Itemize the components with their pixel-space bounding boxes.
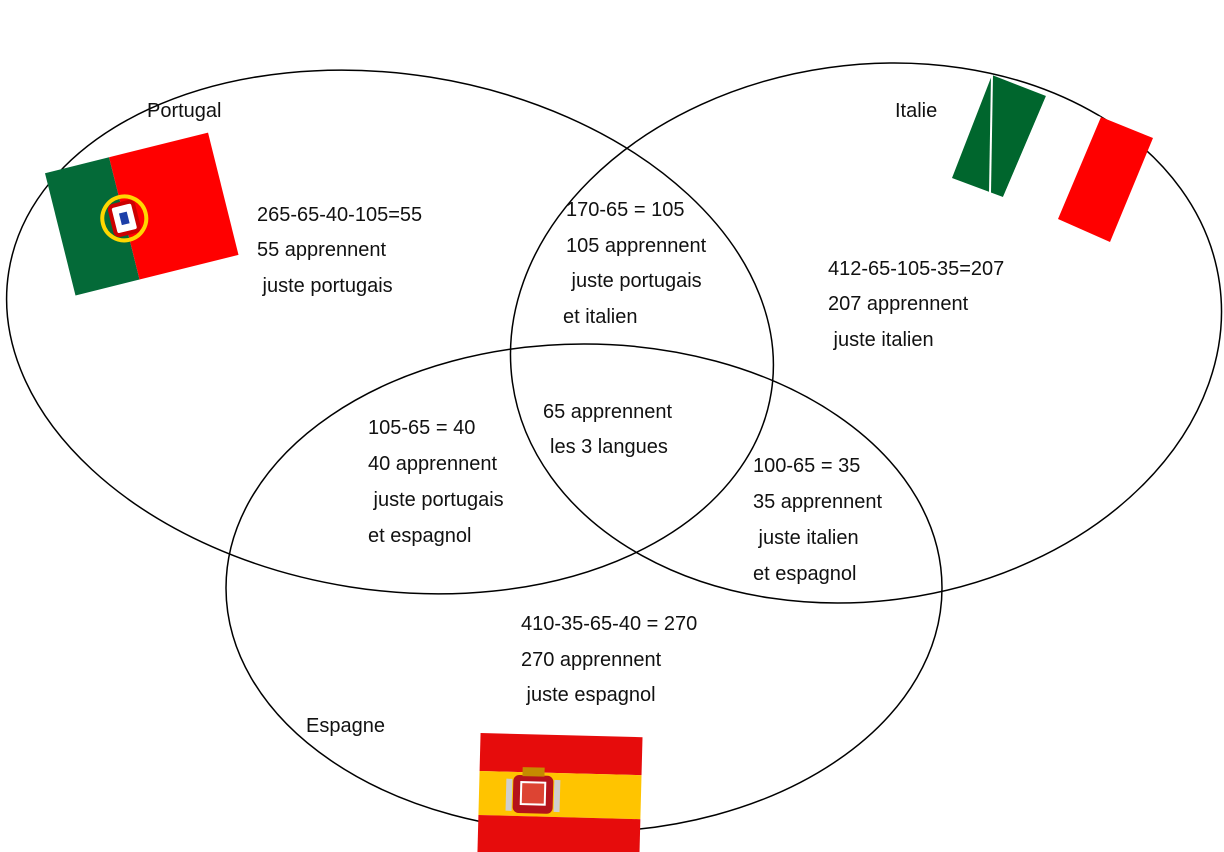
region-text-line: 410-35-65-40 = 270 <box>521 613 697 635</box>
region-text-line: juste portugais <box>368 489 504 511</box>
region-text-line: 265-65-40-105=55 <box>257 204 422 226</box>
region-text-line: 170-65 = 105 <box>566 199 684 221</box>
region-only-portugal: 265-65-40-105=55 55 apprennent juste por… <box>257 204 422 297</box>
italie-circle <box>509 62 1223 604</box>
region-text-line: et italien <box>563 306 638 328</box>
region-text-line: juste italien <box>828 329 934 351</box>
region-text-line: 40 apprennent <box>368 453 497 475</box>
region-text-line: 105-65 = 40 <box>368 417 475 439</box>
region-text-line: 55 apprennent <box>257 239 386 261</box>
region-text-line: 65 apprennent <box>543 401 672 423</box>
region-text-line: juste italien <box>753 527 859 549</box>
region-text-line: juste portugais <box>257 275 393 297</box>
region-all-three: 65 apprennent les 3 langues <box>543 401 672 458</box>
region-text-line: 207 apprennent <box>828 293 969 315</box>
region-only-espagne: 410-35-65-40 = 270 270 apprennent juste … <box>521 613 697 706</box>
region-text-line: 412-65-105-35=207 <box>828 258 1004 280</box>
region-portugal-espagne: 105-65 = 40 40 apprennent juste portugai… <box>368 417 504 547</box>
region-text-line: 35 apprennent <box>753 491 882 513</box>
region-text-line: et espagnol <box>753 563 856 585</box>
region-only-italie: 412-65-105-35=207 207 apprennent juste i… <box>828 258 1004 351</box>
portugal-circle <box>5 69 775 595</box>
region-text-line: juste portugais <box>566 270 702 292</box>
region-text-line: juste espagnol <box>521 684 656 706</box>
label-italie: Italie <box>895 100 937 122</box>
region-text-line: 100-65 = 35 <box>753 455 860 477</box>
label-portugal: Portugal <box>147 100 222 122</box>
portugal-flag-icon <box>45 132 239 296</box>
region-portugal-italie: 170-65 = 105 105 apprennent juste portug… <box>563 199 707 328</box>
region-text-line: 270 apprennent <box>521 649 662 671</box>
region-text-line: les 3 langues <box>550 436 668 458</box>
region-text-line: 105 apprennent <box>566 235 707 257</box>
italy-flag-icon <box>952 74 1153 242</box>
label-espagne: Espagne <box>306 715 385 737</box>
region-text-line: et espagnol <box>368 525 471 547</box>
region-italie-espagne: 100-65 = 35 35 apprennent juste italien … <box>753 455 882 585</box>
spain-flag-icon <box>477 732 643 852</box>
